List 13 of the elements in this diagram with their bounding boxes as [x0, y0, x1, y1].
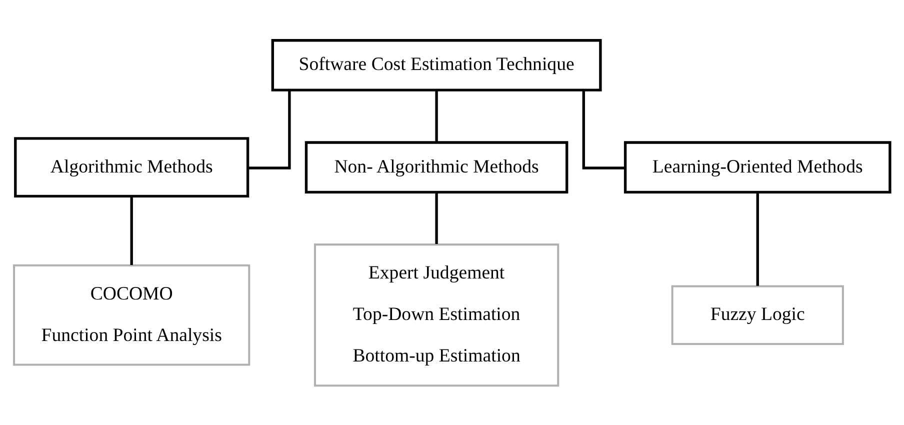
node-box: Software Cost Estimation Technique	[271, 38, 602, 91]
node-box: Algorithmic Methods	[14, 136, 250, 198]
connector	[756, 192, 759, 286]
node-box: COCOMO Function Point Analysis	[13, 264, 250, 366]
node-box: Learning-Oriented Methods	[624, 140, 892, 194]
connector	[435, 192, 438, 244]
connector	[435, 90, 438, 142]
node-box: Expert Judgement Top-Down Estimation Bottom-up Estimation	[314, 243, 560, 386]
connector	[248, 90, 291, 169]
node-box: Non- Algorithmic Methods	[304, 140, 568, 194]
node-box: Fuzzy Logic	[671, 284, 844, 344]
connector	[130, 196, 133, 264]
connector	[582, 90, 625, 169]
